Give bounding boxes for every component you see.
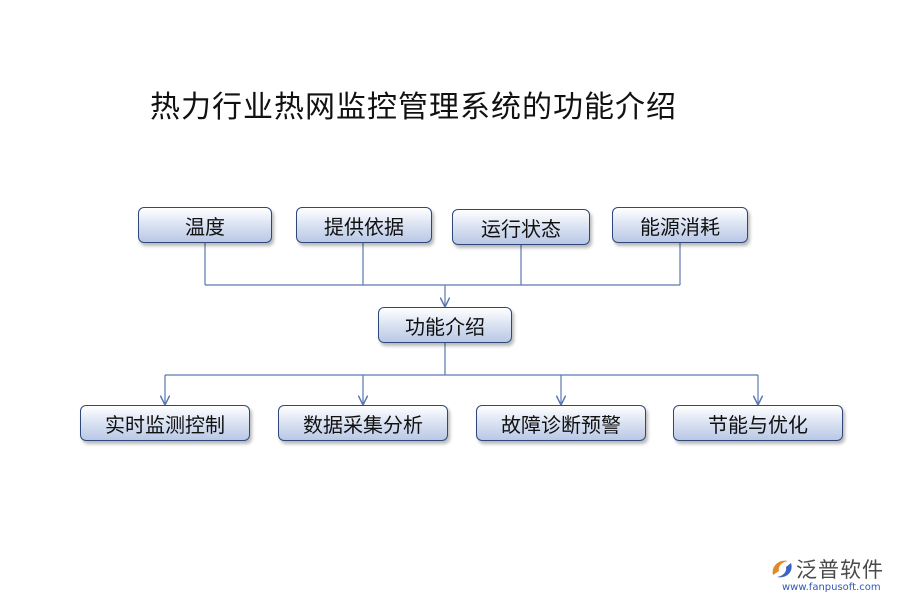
node-warning: 故障诊断预警 xyxy=(476,405,646,441)
node-center: 功能介绍 xyxy=(378,307,512,343)
node-monitoring: 实时监测控制 xyxy=(80,405,250,441)
diagram-title: 热力行业热网监控管理系统的功能介绍 xyxy=(150,90,677,125)
node-temperature: 温度 xyxy=(138,207,272,243)
node-basis: 提供依据 xyxy=(296,207,432,243)
brand-url: www.fanpusoft.com xyxy=(782,582,881,593)
brand-swirl-icon xyxy=(772,560,792,578)
node-saving: 节能与优化 xyxy=(673,405,843,441)
brand-name: 泛普软件 xyxy=(796,558,884,582)
node-status: 运行状态 xyxy=(452,209,590,245)
brand-logo: 泛普软件 www.fanpusoft.com xyxy=(766,552,896,598)
node-collection: 数据采集分析 xyxy=(278,405,448,441)
node-energy: 能源消耗 xyxy=(612,207,748,243)
